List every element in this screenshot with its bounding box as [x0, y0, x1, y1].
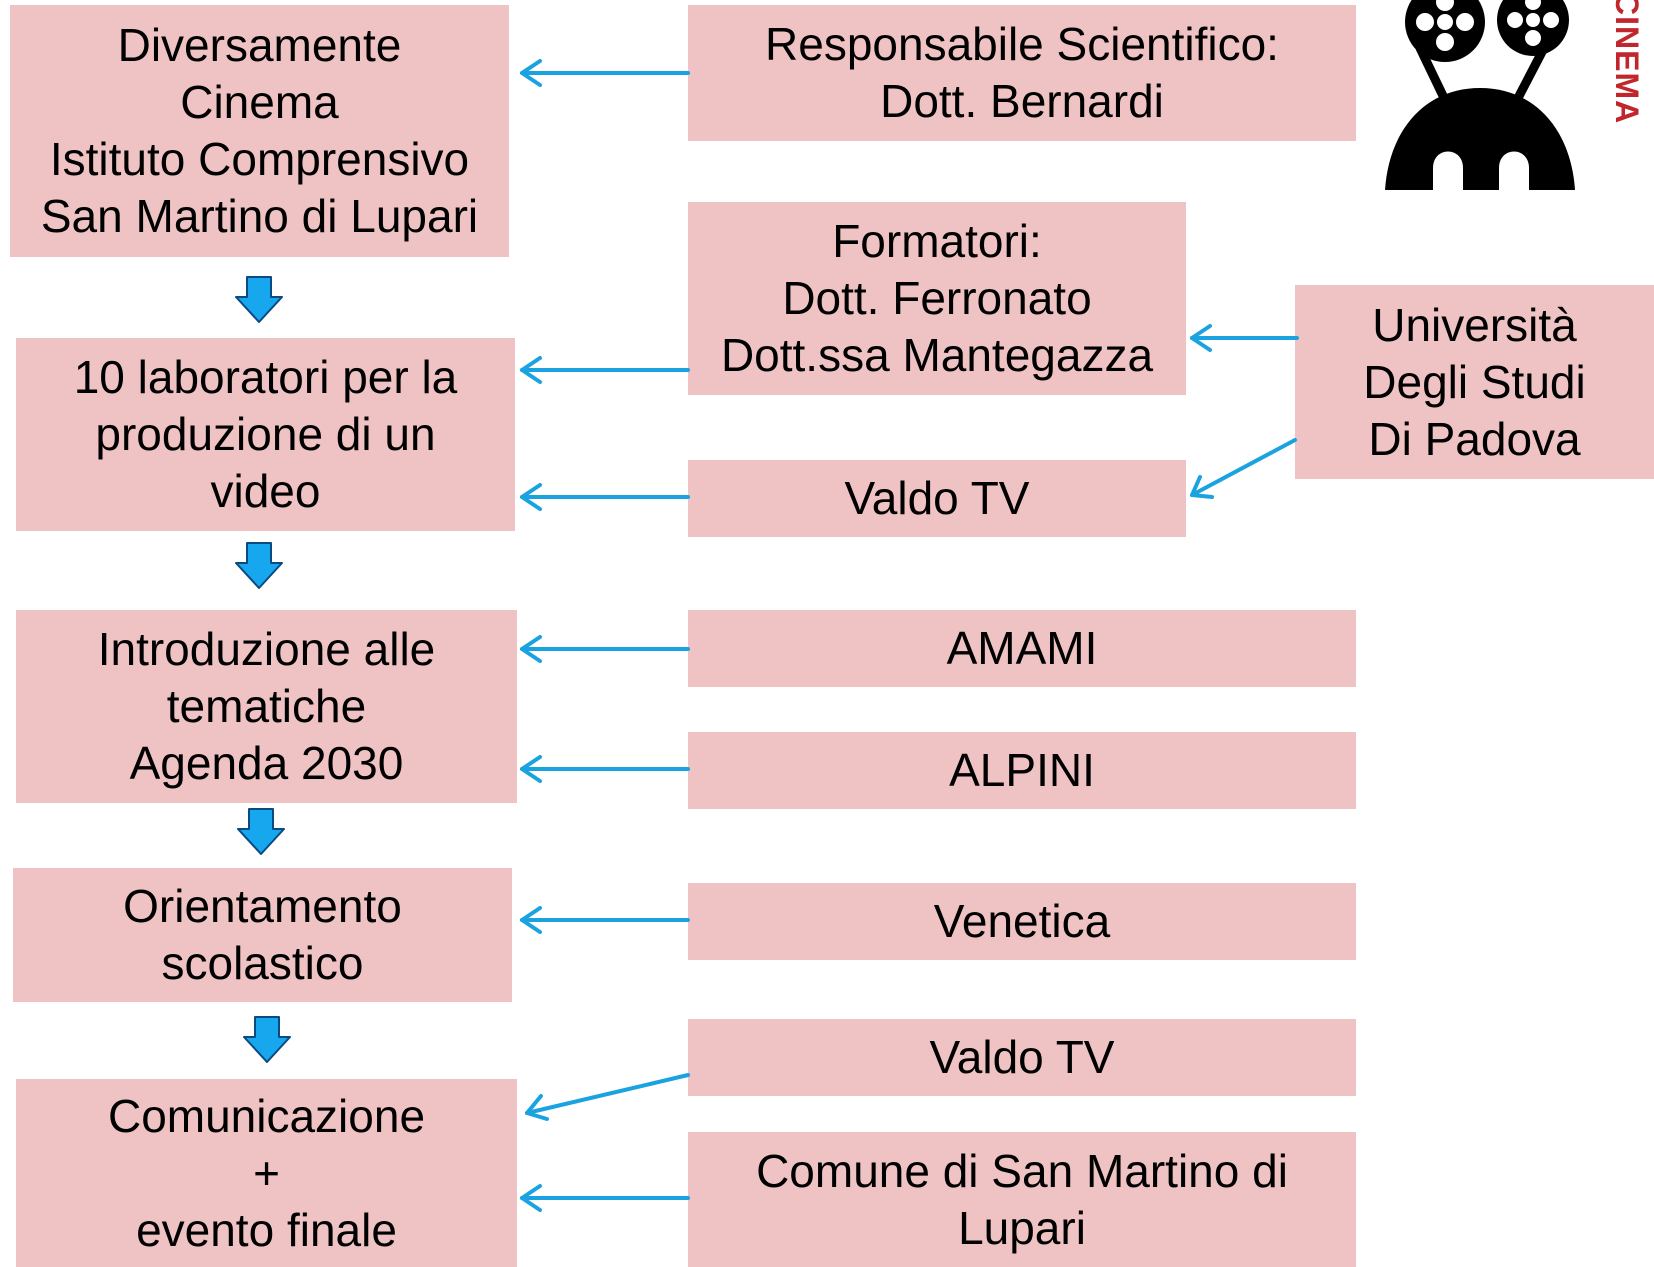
- down-arrow-icon: [243, 1016, 291, 1063]
- box-line: ALPINI: [949, 744, 1095, 796]
- box-line: Orientamento: [123, 880, 402, 932]
- arrow-universita-to-formatori: [1190, 324, 1299, 352]
- box-line: San Martino di Lupari: [40, 190, 479, 242]
- box-line: Agenda 2030: [129, 737, 404, 789]
- middle-box-valdo-tv-2: Valdo TV: [688, 1019, 1356, 1096]
- box-line: Introduzione alle: [97, 623, 436, 675]
- arrow-universita-to-valdo-tv: [1190, 438, 1297, 499]
- box-line: +: [253, 1146, 280, 1199]
- middle-box-venetica: Venetica: [688, 883, 1356, 960]
- middle-box-comune: Comune di San Martino di Lupari: [688, 1132, 1356, 1267]
- middle-box-valdo-tv-1: Valdo TV: [688, 460, 1186, 537]
- logo-cinema-text: CINEMA: [1609, 0, 1645, 125]
- box-line: Formatori:: [832, 215, 1042, 267]
- box-line: tematiche: [166, 680, 367, 732]
- arrow-venetica-to-orientamento: [520, 906, 690, 934]
- left-box-laboratori: 10 laboratori per la produzione di un vi…: [16, 338, 515, 531]
- left-box-comunicazione: Comunicazione + evento finale: [16, 1079, 517, 1267]
- left-box-orientamento: Orientamento scolastico: [13, 868, 512, 1002]
- box-line: Valdo TV: [929, 1031, 1115, 1083]
- arrow-formatori-to-laboratori: [520, 356, 690, 384]
- box-line: Dott.ssa Mantegazza: [720, 329, 1154, 381]
- box-line: video: [210, 465, 321, 517]
- box-line: Comune di San Martino di: [756, 1144, 1288, 1197]
- box-line: scolastico: [161, 937, 364, 989]
- middle-box-formatori: Formatori: Dott. Ferronato Dott.ssa Mant…: [688, 202, 1186, 395]
- box-line: Comunicazione: [107, 1089, 426, 1142]
- box-line: Valdo TV: [844, 472, 1030, 524]
- film-reel-creature-icon: [1385, 0, 1575, 190]
- box-line: evento finale: [136, 1203, 397, 1256]
- left-box-diversamente-cinema: Diversamente Cinema Istituto Comprensivo…: [10, 5, 509, 257]
- box-line: Venetica: [933, 895, 1111, 947]
- down-arrow-icon: [235, 542, 283, 589]
- down-arrow-icon: [235, 276, 283, 323]
- arrow-valdo-tv-to-laboratori: [520, 483, 690, 511]
- left-box-agenda-2030: Introduzione alle tematiche Agenda 2030: [16, 610, 517, 803]
- box-line: Diversamente: [117, 19, 402, 71]
- box-line: Cinema: [180, 76, 339, 128]
- arrow-amami-to-agenda: [520, 635, 690, 663]
- box-line: Lupari: [958, 1201, 1086, 1254]
- box-line: Di Padova: [1368, 412, 1581, 465]
- box-line: Dott. Bernardi: [880, 75, 1164, 127]
- box-line: AMAMI: [946, 622, 1098, 674]
- right-box-universita: Università Degli Studi Di Padova: [1295, 285, 1654, 479]
- down-arrow-icon: [237, 808, 285, 855]
- box-line: Dott. Ferronato: [782, 272, 1092, 324]
- box-line: Degli Studi: [1363, 355, 1586, 408]
- arrow-responsabile-to-diversamente: [520, 59, 690, 87]
- box-line: Responsabile Scientifico:: [765, 18, 1279, 70]
- arrow-valdo-tv-to-comunicazione: [525, 1073, 690, 1121]
- box-line: Università: [1372, 298, 1577, 351]
- middle-box-responsabile: Responsabile Scientifico: Dott. Bernardi: [688, 5, 1356, 141]
- box-line: Istituto Comprensivo: [49, 133, 470, 185]
- box-line: produzione di un: [95, 408, 436, 460]
- diversamente-cinema-logo: [1385, 0, 1654, 190]
- middle-box-alpini: ALPINI: [688, 732, 1356, 809]
- box-line: 10 laboratori per la: [73, 351, 458, 403]
- arrow-comune-to-comunicazione: [520, 1184, 690, 1212]
- arrow-alpini-to-agenda: [520, 755, 690, 783]
- middle-box-amami: AMAMI: [688, 610, 1356, 687]
